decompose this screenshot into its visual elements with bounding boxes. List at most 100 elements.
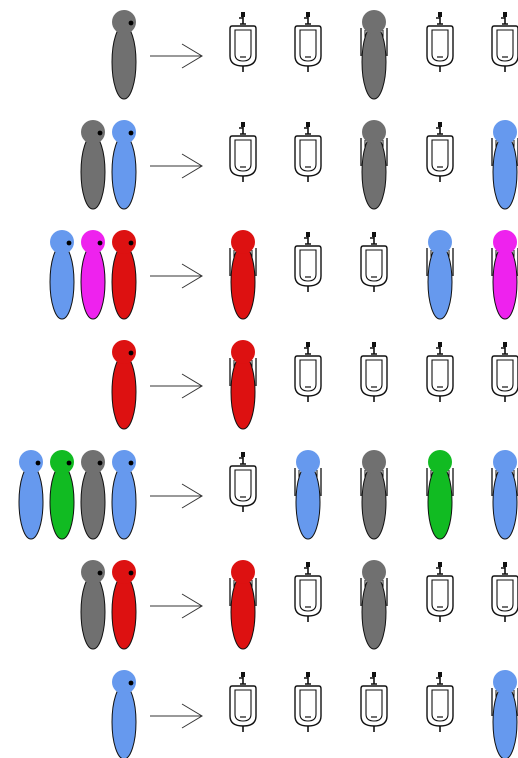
urinal-inner (234, 29, 252, 62)
queued-person (80, 120, 106, 210)
urinal-outer (491, 25, 518, 67)
urinal-occupant (361, 450, 387, 540)
urinal-occupant (361, 560, 387, 650)
flush-valve (306, 12, 310, 17)
urinal-icon (360, 672, 388, 732)
person-head (493, 450, 517, 474)
urinal-behind-occupant (360, 28, 388, 56)
urinal-outer (360, 245, 388, 287)
urinal-outer (426, 25, 454, 67)
occupied-urinal (229, 230, 257, 320)
occupied-urinal (360, 10, 388, 100)
urinal-behind-occupant (229, 578, 257, 606)
occupied-urinal (491, 120, 518, 210)
urinal-icon (229, 12, 257, 72)
person-body (111, 684, 137, 758)
urinal-occupant (230, 230, 256, 320)
person-head (428, 450, 452, 474)
person-body (492, 684, 518, 758)
person-body (230, 354, 256, 430)
person-head (231, 560, 255, 584)
queued-person (111, 670, 137, 758)
urinal-inner (431, 689, 449, 722)
person-body (230, 244, 256, 320)
person-eye (66, 240, 72, 246)
urinal-occupant (230, 560, 256, 650)
urinal-icon (294, 122, 322, 182)
urinal-icon (426, 342, 454, 402)
arrow-icon (150, 263, 203, 289)
person-head (362, 560, 386, 584)
urinal-icon (294, 232, 322, 292)
occupied-urinal (229, 340, 257, 430)
person-head (362, 120, 386, 144)
occupied-urinal (426, 230, 454, 320)
person-eye (66, 460, 72, 466)
person-head (81, 230, 105, 254)
urinal-outer (294, 575, 322, 617)
urinal-outer (426, 135, 454, 177)
urinal-icon (426, 12, 454, 72)
urinal-outer (294, 135, 322, 177)
urinal-icon (294, 12, 322, 72)
flush-valve (241, 672, 245, 677)
urinal-outer (360, 355, 388, 397)
diagram-row (111, 340, 518, 430)
diagram-row (80, 560, 518, 650)
arrow-icon (150, 153, 203, 179)
person-head (50, 450, 74, 474)
urinal-inner (299, 689, 317, 722)
person-body (111, 574, 137, 650)
occupied-urinal (360, 450, 388, 540)
urinal-outer (491, 355, 518, 397)
person-head (50, 230, 74, 254)
urinal-outer (229, 25, 257, 67)
person-body (230, 574, 256, 650)
urinal-icon (426, 672, 454, 732)
queued-person (18, 450, 44, 540)
person-eye (128, 570, 134, 576)
queued-person (111, 120, 137, 210)
urinal-inner (234, 139, 252, 172)
person-body (492, 464, 518, 540)
urinal-outer (491, 575, 518, 617)
flush-valve (503, 562, 507, 567)
flush-valve (306, 672, 310, 677)
flush-valve (438, 672, 442, 677)
urinal-inner (365, 359, 383, 392)
urinal-icon (294, 562, 322, 622)
diagram-row (111, 10, 518, 100)
person-eye (128, 20, 134, 26)
diagram-row (18, 450, 518, 540)
person-head (112, 10, 136, 34)
flush-valve (438, 122, 442, 127)
person-head (112, 120, 136, 144)
urinal-occupant (492, 450, 518, 540)
urinal-behind-occupant (491, 688, 518, 716)
person-head (81, 560, 105, 584)
flush-valve (438, 342, 442, 347)
urinal-icon (491, 562, 518, 622)
person-eye (97, 460, 103, 466)
urinal-occupant (295, 450, 321, 540)
urinal-icon (229, 122, 257, 182)
urinal-inner (431, 579, 449, 612)
flush-valve (306, 232, 310, 237)
queued-person (111, 450, 137, 540)
urinal-outer (229, 135, 257, 177)
urinal-icon (491, 12, 518, 72)
urinal-icon (294, 672, 322, 732)
urinal-inner (299, 579, 317, 612)
urinal-icon (294, 342, 322, 402)
urinal-occupant (361, 10, 387, 100)
person-head (231, 230, 255, 254)
urinal-icon (491, 342, 518, 402)
queued-person (80, 560, 106, 650)
person-eye (128, 680, 134, 686)
person-body (361, 574, 387, 650)
flush-valve (438, 12, 442, 17)
urinal-outer (426, 355, 454, 397)
person-body (427, 244, 453, 320)
occupied-urinal (229, 560, 257, 650)
